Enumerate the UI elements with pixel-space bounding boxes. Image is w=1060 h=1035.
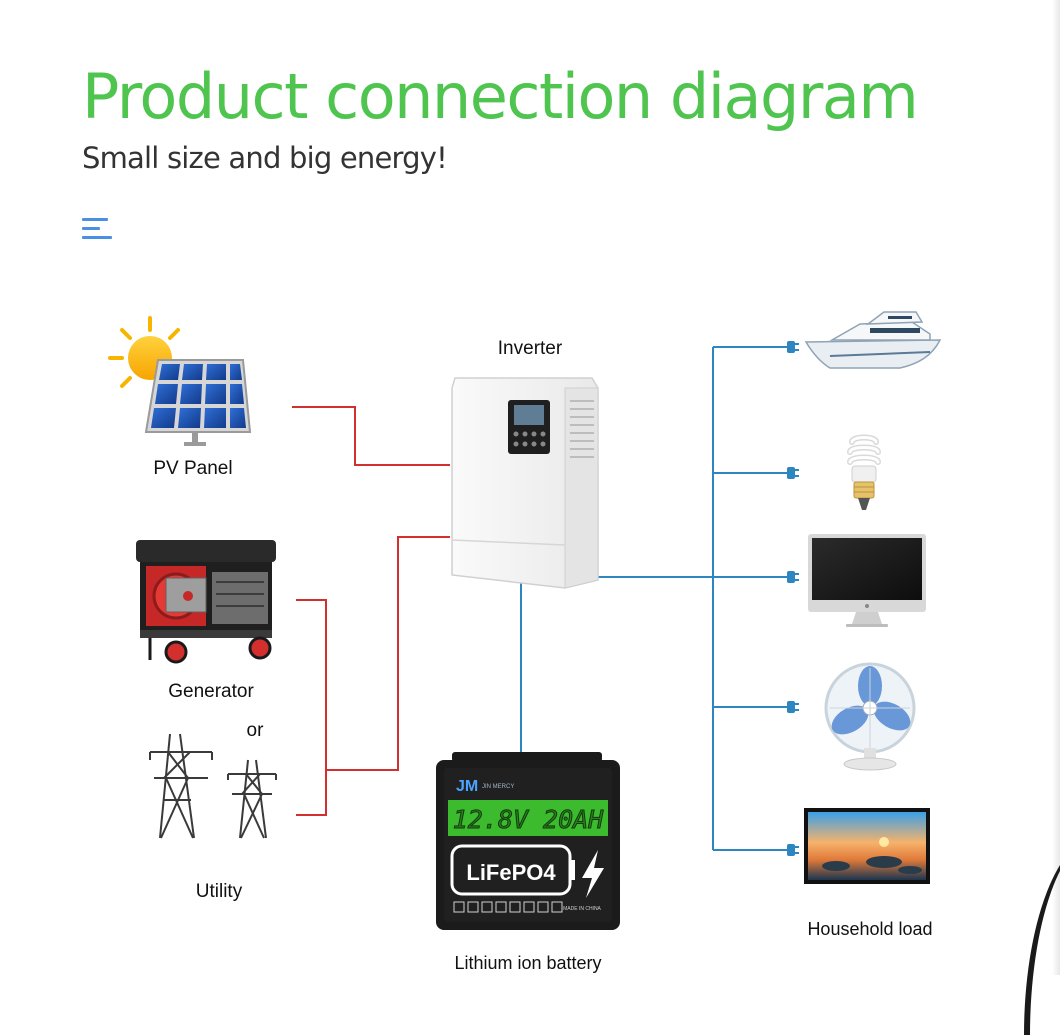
pv-panel-label: PV Panel: [153, 458, 232, 479]
battery-label: Lithium ion battery: [454, 953, 601, 973]
battery-brand: JM: [456, 778, 478, 795]
plug-icon: [787, 341, 799, 856]
generator-label: Generator: [168, 681, 254, 702]
lightning-bolt-icon: [582, 850, 604, 898]
battery-icon: JM JIN MERCY 12.8V 20AH LiFePO4 MADE IN …: [436, 752, 620, 930]
inverter-label: Inverter: [498, 338, 563, 359]
monitor-icon: [808, 534, 926, 627]
household-load-label: Household load: [807, 919, 932, 939]
power-pylon-icon: [149, 733, 277, 839]
light-bulb-icon: [847, 434, 881, 510]
page-title: Product connection diagram: [82, 60, 919, 133]
inverter-icon: [451, 377, 599, 589]
utility-label: Utility: [196, 881, 243, 902]
output-lines: [520, 346, 790, 851]
battery-made-in: MADE IN CHINA: [563, 906, 601, 912]
generator-line: [296, 599, 327, 816]
grid-line: [326, 536, 450, 771]
battery-brand-sub: JIN MERCY: [482, 784, 514, 790]
battery-voltage: 12.8V 20AH: [453, 805, 604, 834]
yacht-icon: [804, 311, 942, 369]
page-subtitle: Small size and big energy!: [82, 141, 448, 175]
right-edge-shadow: [1052, 0, 1060, 975]
menu-icon[interactable]: [82, 218, 114, 242]
tv-icon: [804, 808, 930, 884]
connection-diagram: PV Panel Generator or: [108, 311, 942, 973]
solar-panel-icon: [144, 359, 252, 446]
or-label: or: [247, 720, 265, 741]
generator-icon: [136, 540, 276, 664]
battery-chemistry: LiFePO4: [466, 860, 556, 885]
pv-line: [292, 406, 450, 466]
fan-icon: [824, 662, 916, 771]
input-lines: [292, 406, 450, 816]
